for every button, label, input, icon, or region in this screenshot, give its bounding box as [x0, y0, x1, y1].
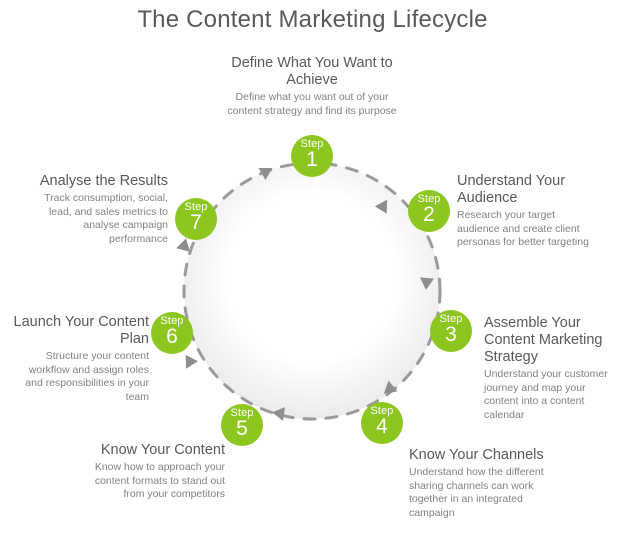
- step-heading-1: Define What You Want to Achieve: [231, 55, 393, 88]
- arrowhead-3-to-4: [383, 380, 398, 394]
- step-number-label: 3: [445, 323, 457, 346]
- step-heading-3: Assemble Your Content Marketing Strategy: [484, 315, 603, 365]
- step-word-label: Step: [184, 201, 208, 213]
- step-text-1: Define What You Want to Achieve Define w…: [222, 55, 402, 118]
- step-heading-6: Launch Your Content Plan: [13, 314, 149, 347]
- ring-arrowheads: [176, 167, 434, 421]
- step-node-6[interactable]: Step 6: [151, 312, 193, 354]
- step-text-5: Know Your Content Know how to approach y…: [85, 442, 225, 502]
- step-word-label: Step: [439, 313, 463, 325]
- step-word-label: Step: [230, 407, 254, 419]
- step-heading-7: Analyse the Results: [39, 173, 168, 189]
- step-node-1[interactable]: Step 1: [291, 135, 333, 177]
- step-number-label: 6: [166, 325, 178, 348]
- step-word-label: Step: [370, 405, 394, 417]
- step-text-7: Analyse the Results Track consumption, s…: [28, 173, 168, 246]
- step-node-3[interactable]: Step 3: [430, 310, 472, 352]
- arrowhead-6-to-7: [176, 238, 190, 252]
- step-body-6: Structure your content workflow and assi…: [25, 350, 149, 403]
- step-node-5[interactable]: Step 5: [221, 404, 263, 446]
- step-heading-5: Know Your Content: [100, 442, 225, 458]
- step-heading-2: Understand Your Audience: [457, 173, 566, 206]
- step-text-6: Launch Your Content Plan Structure your …: [10, 314, 149, 404]
- step-word-label: Step: [417, 193, 441, 205]
- step-text-2: Understand Your Audience Research your t…: [457, 173, 597, 250]
- step-number-label: 1: [306, 148, 318, 171]
- step-word-label: Step: [300, 138, 324, 150]
- step-body-4: Understand how the different sharing cha…: [409, 466, 544, 519]
- arrowhead-7-to-1: [258, 167, 273, 181]
- step-number-label: 7: [190, 211, 202, 234]
- step-body-7: Track consumption, social, lead, and sal…: [44, 192, 168, 245]
- arrowhead-5-to-6: [185, 354, 198, 369]
- step-node-4[interactable]: Step 4: [361, 402, 403, 444]
- step-number-label: 2: [423, 203, 435, 226]
- step-body-5: Know how to approach your content format…: [94, 461, 225, 500]
- arrowhead-1-to-2: [374, 199, 388, 214]
- step-body-1: Define what you want out of your content…: [227, 91, 397, 117]
- step-node-2[interactable]: Step 2: [408, 190, 450, 232]
- arrowhead-2-to-3: [420, 277, 434, 290]
- step-heading-4: Know Your Channels: [409, 447, 544, 463]
- ring-inner-fill: [184, 163, 440, 419]
- step-number-label: 4: [376, 415, 388, 438]
- step-number-label: 5: [236, 417, 248, 440]
- step-body-3: Understand your customer journey and map…: [484, 368, 608, 421]
- step-text-3: Assemble Your Content Marketing Strategy…: [484, 315, 619, 422]
- step-word-label: Step: [160, 315, 184, 327]
- step-node-7[interactable]: Step 7: [175, 198, 217, 240]
- arrowhead-4-to-5: [272, 407, 285, 421]
- step-text-4: Know Your Channels Understand how the di…: [409, 447, 557, 520]
- page-title: The Content Marketing Lifecycle: [137, 6, 488, 33]
- step-body-2: Research your target audience and create…: [457, 209, 589, 248]
